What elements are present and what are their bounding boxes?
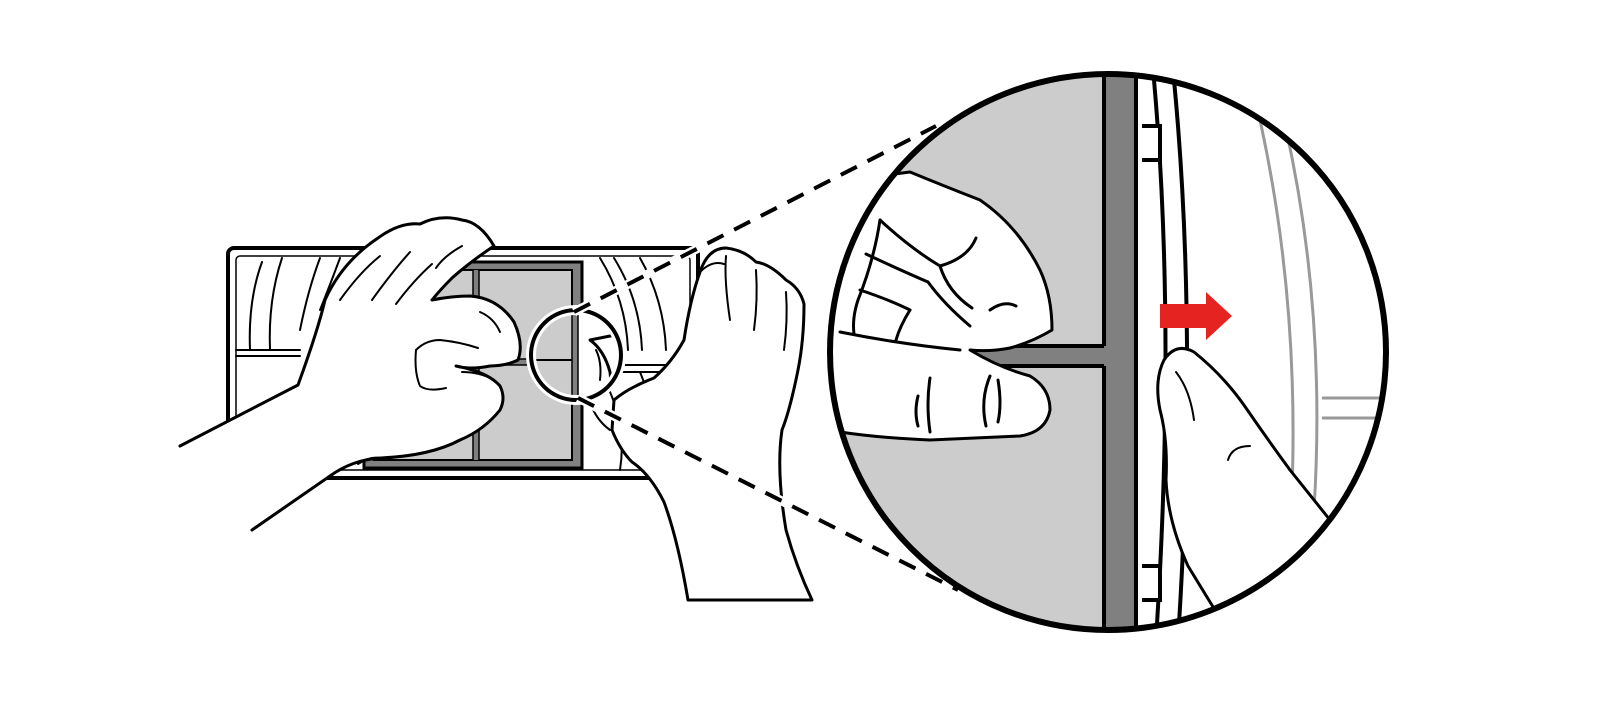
zoom-guide-lines [571, 121, 961, 595]
filter-frame-detail [1102, 74, 1138, 630]
magnifier-icon [526, 305, 626, 405]
hand-icon [610, 246, 814, 602]
left-hand [178, 216, 522, 532]
zoom-detail [827, 71, 1389, 633]
right-hand [589, 246, 814, 602]
hand-icon [178, 216, 522, 532]
arrow-right-icon [1160, 292, 1232, 340]
